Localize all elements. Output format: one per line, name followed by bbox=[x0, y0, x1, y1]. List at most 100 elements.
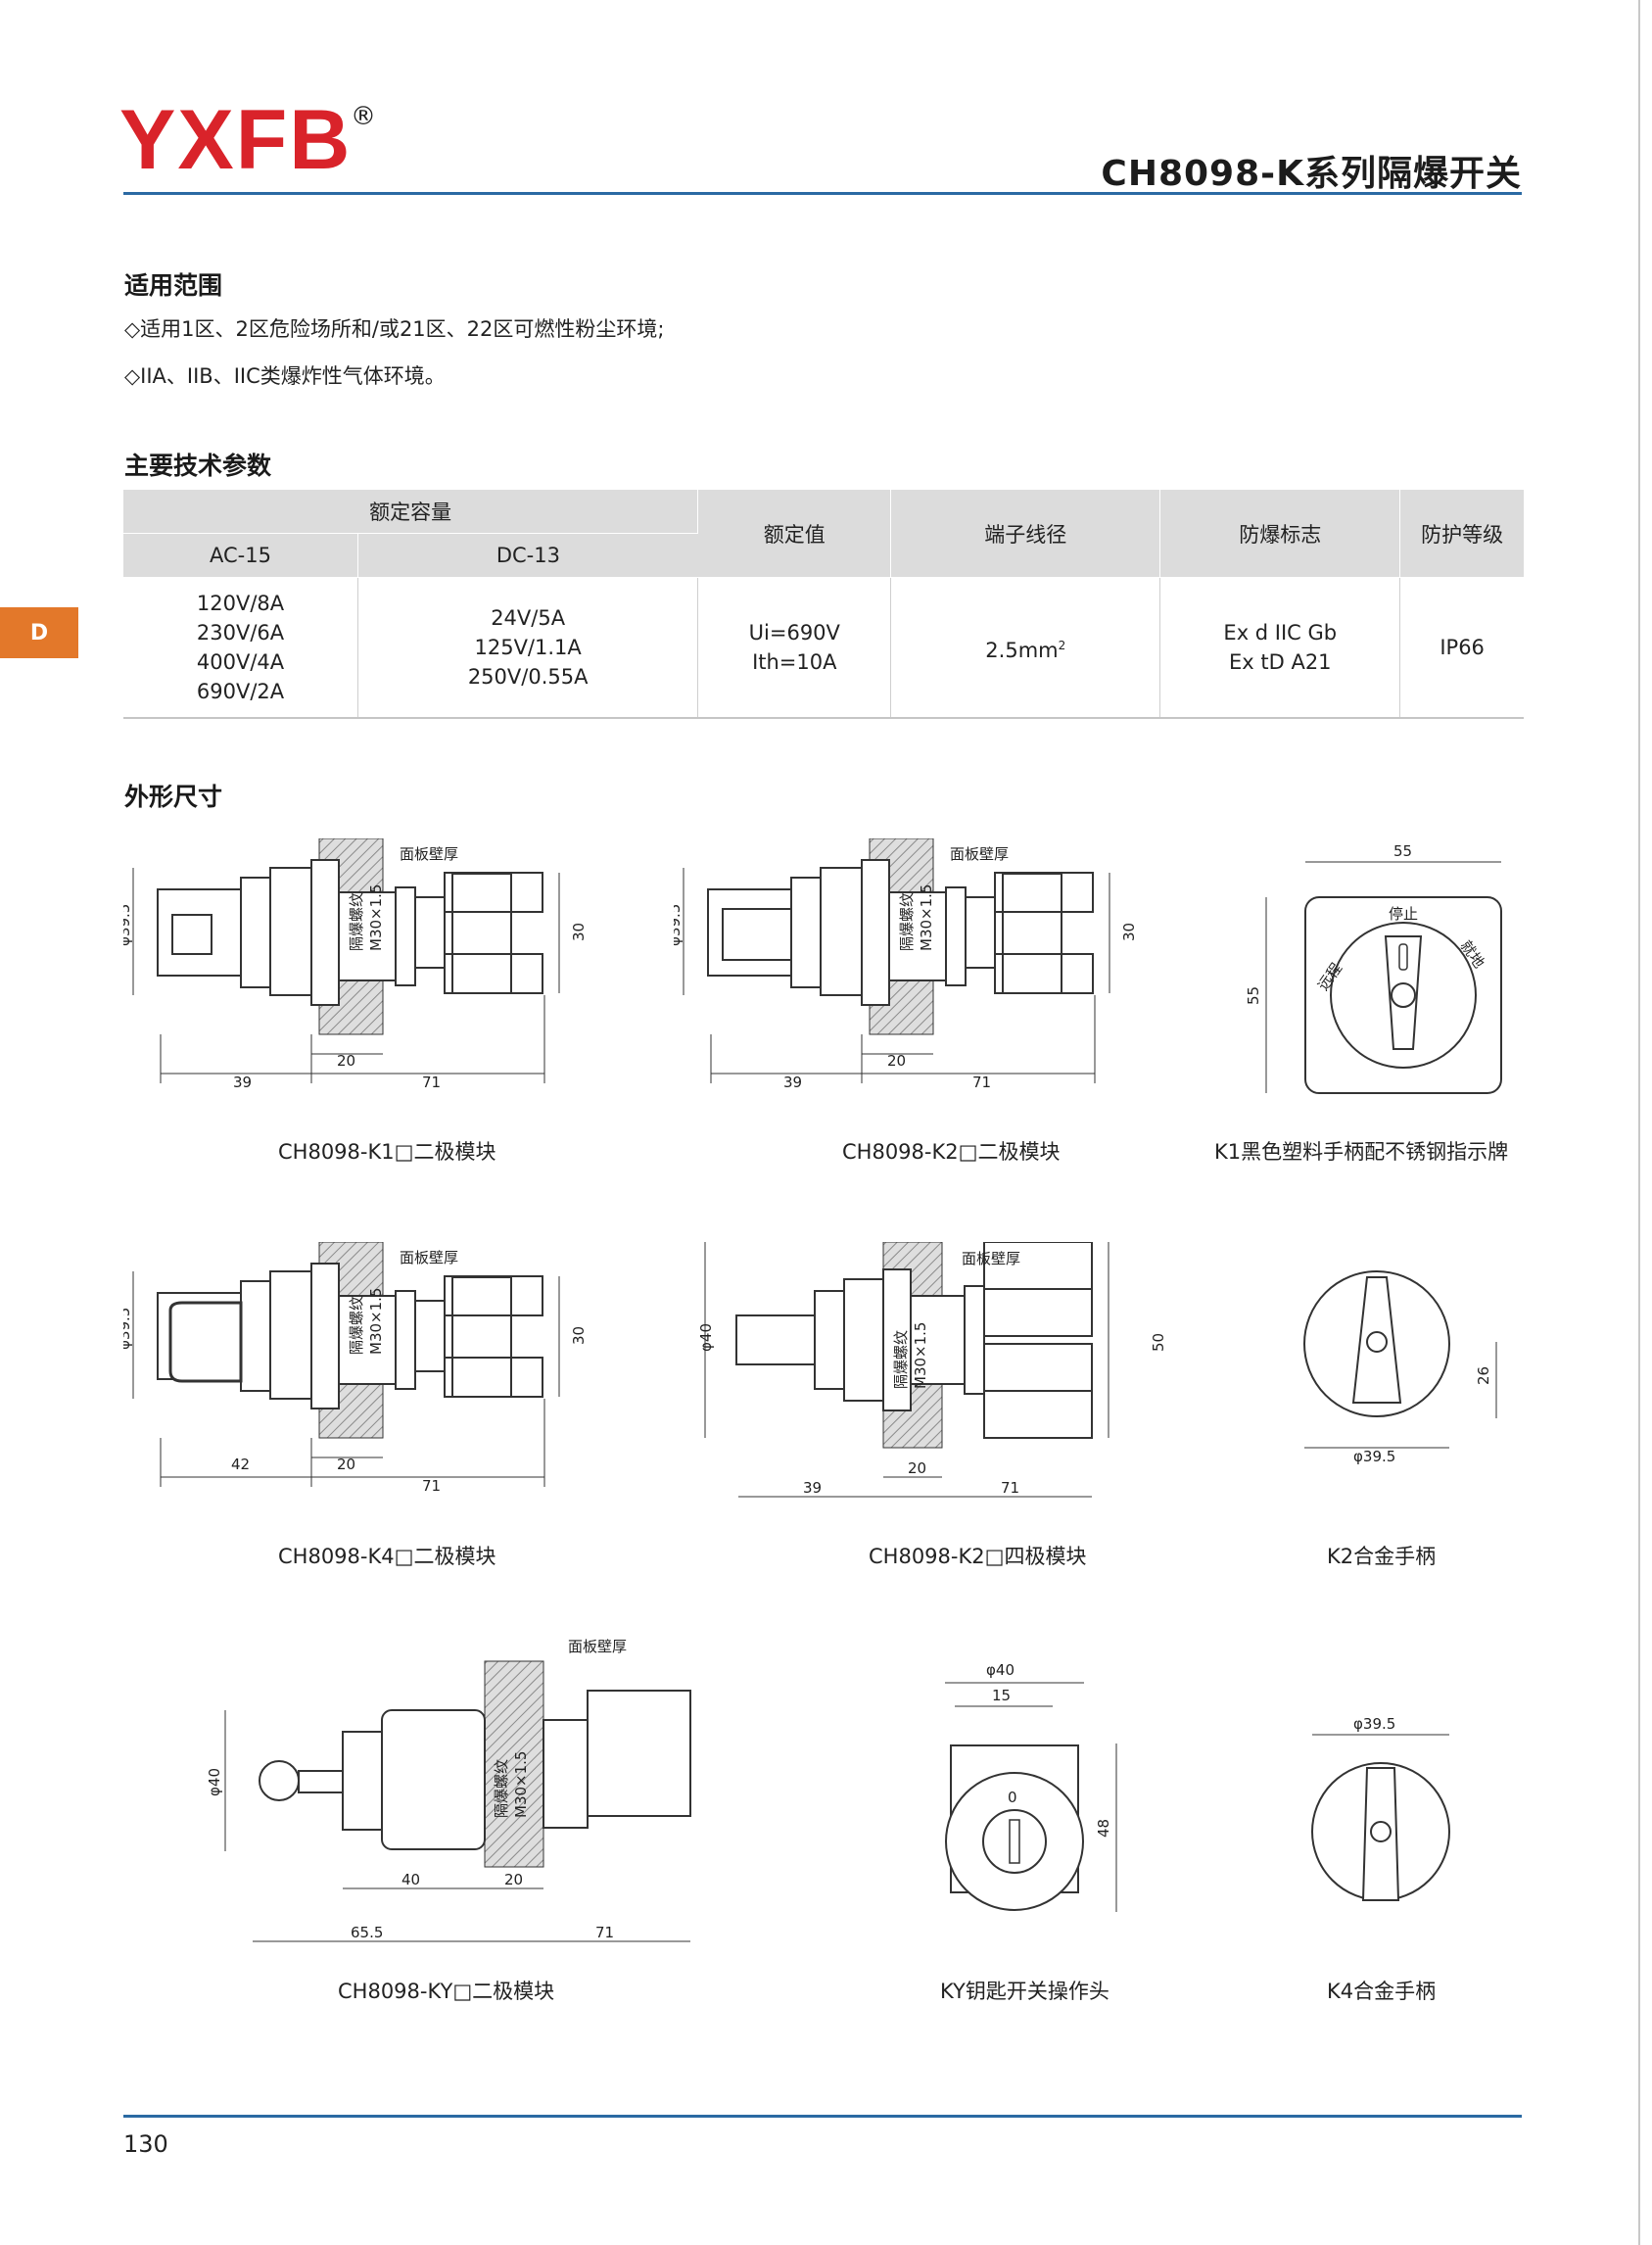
ac-value: 690V/2A bbox=[196, 680, 285, 703]
drawing-ky-head: φ40 15 48 0 bbox=[945, 1661, 1117, 1912]
drawing-k4: 面板壁厚 隔爆螺纹 M30×1.5 φ39.5 30 20 42 71 bbox=[123, 1242, 588, 1495]
head-rated-capacity: 额定容量 bbox=[123, 490, 699, 534]
dim-20: 20 bbox=[337, 1456, 355, 1473]
ac-value: 120V/8A bbox=[196, 592, 285, 615]
dim-d395: φ39.5 bbox=[123, 1308, 133, 1350]
cell-ac15: 120V/8A 230V/6A 400V/4A 690V/2A bbox=[123, 577, 358, 719]
dim-26: 26 bbox=[1475, 1366, 1492, 1385]
dim-20: 20 bbox=[908, 1459, 926, 1477]
head-ex-mark: 防爆标志 bbox=[1159, 490, 1401, 578]
dim-40: 40 bbox=[401, 1871, 420, 1888]
thread-label: 隔爆螺纹 bbox=[892, 1330, 910, 1389]
dim-15: 15 bbox=[992, 1687, 1011, 1704]
head-ip-rating: 防护等级 bbox=[1399, 490, 1524, 578]
dim-d395: φ39.5 bbox=[123, 904, 133, 946]
dim-39: 39 bbox=[233, 1074, 252, 1091]
panel-label: 面板壁厚 bbox=[400, 1249, 458, 1266]
dim-48: 48 bbox=[1095, 1819, 1112, 1838]
dim-71: 71 bbox=[422, 1074, 441, 1091]
thread-label: 隔爆螺纹 bbox=[898, 892, 916, 951]
drawing-ky: 面板壁厚 隔爆螺纹 M30×1.5 φ40 40 20 65.5 71 bbox=[206, 1638, 691, 1942]
footer-rule bbox=[123, 2115, 1522, 2118]
dim-71: 71 bbox=[1001, 1479, 1019, 1497]
exmark-value: Ex d IIC Gb bbox=[1223, 621, 1338, 645]
caption-k4: CH8098-K4□二极模块 bbox=[278, 1545, 496, 1568]
dims-heading: 外形尺寸 bbox=[124, 783, 223, 811]
dim-30: 30 bbox=[570, 923, 588, 941]
wire-value: 2.5mm bbox=[985, 638, 1059, 662]
dim-d395: φ39.5 bbox=[1353, 1715, 1395, 1733]
caption-k2: CH8098-K2□二极模块 bbox=[842, 1140, 1061, 1164]
plate-stop-label: 停止 bbox=[1389, 905, 1418, 923]
spec-table: 额定容量 额定值 端子线径 防爆标志 防护等级 AC-15 DC-13 120V… bbox=[123, 490, 1524, 719]
cell-dc13: 24V/5A 125V/1.1A 250V/0.55A bbox=[357, 577, 699, 719]
thread-size: M30×1.5 bbox=[367, 1288, 385, 1355]
cell-ip: IP66 bbox=[1399, 577, 1524, 719]
dim-71: 71 bbox=[972, 1074, 991, 1091]
drawing-k2-handle: φ39.5 26 bbox=[1303, 1270, 1497, 1465]
scope-heading: 适用范围 bbox=[124, 271, 223, 300]
thread-label: 隔爆螺纹 bbox=[493, 1759, 510, 1818]
dim-d40: φ40 bbox=[206, 1768, 223, 1796]
caption-k2-handle: K2合金手柄 bbox=[1327, 1545, 1437, 1568]
cell-wire: 2.5mm2 bbox=[890, 577, 1161, 719]
caption-ky: CH8098-KY□二极模块 bbox=[338, 1980, 555, 2003]
dim-30: 30 bbox=[570, 1326, 588, 1345]
dim-d395: φ39.5 bbox=[1353, 1448, 1395, 1465]
scope-item: ◇适用1区、2区危险场所和/或21区、22区可燃性粉尘环境; bbox=[124, 317, 665, 341]
thread-size: M30×1.5 bbox=[912, 1322, 929, 1389]
brand-logo: YXFB bbox=[119, 93, 353, 187]
header-rule bbox=[123, 192, 1522, 195]
caption-k1: CH8098-K1□二极模块 bbox=[278, 1140, 496, 1164]
panel-label: 面板壁厚 bbox=[400, 845, 458, 863]
panel-label: 面板壁厚 bbox=[950, 845, 1009, 863]
dim-d395: φ39.5 bbox=[674, 904, 684, 946]
drawing-k4-handle: φ39.5 bbox=[1311, 1715, 1450, 1901]
head-dc13: DC-13 bbox=[357, 533, 698, 578]
rated-value: Ui=690V bbox=[748, 621, 840, 645]
dim-39: 39 bbox=[783, 1074, 802, 1091]
thread-size: M30×1.5 bbox=[918, 884, 935, 951]
registered-mark: ® bbox=[351, 102, 376, 131]
caption-k4-handle: K4合金手柄 bbox=[1327, 1980, 1437, 2003]
drawing-k2-4pole: φ40 面板壁厚 隔爆螺纹 M30×1.5 50 20 39 71 bbox=[697, 1242, 1167, 1498]
dim-71: 71 bbox=[422, 1477, 441, 1495]
dc-value: 125V/1.1A bbox=[474, 636, 582, 659]
dim-655: 65.5 bbox=[351, 1924, 383, 1941]
rated-value: Ith=10A bbox=[752, 650, 837, 674]
dim-71: 71 bbox=[595, 1924, 614, 1941]
caption-ky-head: KY钥匙开关操作头 bbox=[940, 1980, 1109, 2003]
thread-label: 隔爆螺纹 bbox=[348, 1296, 365, 1355]
dim-d40: φ40 bbox=[986, 1661, 1015, 1679]
drawing-k1-plate: 55 55 停止 远程 就地 bbox=[1245, 842, 1502, 1094]
thread-size: M30×1.5 bbox=[512, 1751, 530, 1818]
dim-20: 20 bbox=[504, 1871, 523, 1888]
dim-55-side: 55 bbox=[1245, 986, 1262, 1005]
thread-size: M30×1.5 bbox=[367, 884, 385, 951]
page-number: 130 bbox=[123, 2130, 168, 2158]
page-edge bbox=[1638, 0, 1640, 2245]
page-title: CH8098-K系列隔爆开关 bbox=[1101, 154, 1522, 194]
head-rated-value: 额定值 bbox=[697, 490, 892, 578]
dim-55-top: 55 bbox=[1393, 842, 1412, 860]
wire-sup: 2 bbox=[1058, 638, 1066, 652]
thread-label: 隔爆螺纹 bbox=[348, 892, 365, 951]
drawing-k1: 面板壁厚 隔爆螺纹 M30×1.5 φ39.5 30 20 39 71 bbox=[123, 838, 588, 1091]
scope-item: ◇IIA、IIB、IIC类爆炸性气体环境。 bbox=[124, 364, 446, 388]
dim-50: 50 bbox=[1150, 1333, 1167, 1352]
dim-42: 42 bbox=[231, 1456, 250, 1473]
drawing-k2-2pole: 面板壁厚 隔爆螺纹 M30×1.5 φ39.5 30 20 39 71 bbox=[674, 838, 1138, 1091]
exmark-value: Ex tD A21 bbox=[1229, 650, 1332, 674]
ac-value: 400V/4A bbox=[196, 650, 285, 674]
dim-20: 20 bbox=[887, 1052, 906, 1070]
head-ac15: AC-15 bbox=[123, 533, 358, 578]
section-tab: D bbox=[0, 607, 78, 658]
dc-value: 250V/0.55A bbox=[467, 665, 589, 689]
panel-label: 面板壁厚 bbox=[568, 1638, 627, 1655]
caption-k1-plate: K1黑色塑料手柄配不锈钢指示牌 bbox=[1214, 1140, 1509, 1164]
dim-20: 20 bbox=[337, 1052, 355, 1070]
dim-39: 39 bbox=[803, 1479, 822, 1497]
dc-value: 24V/5A bbox=[491, 606, 566, 630]
cell-rated: Ui=690V Ith=10A bbox=[697, 577, 892, 719]
params-heading: 主要技术参数 bbox=[124, 452, 272, 480]
